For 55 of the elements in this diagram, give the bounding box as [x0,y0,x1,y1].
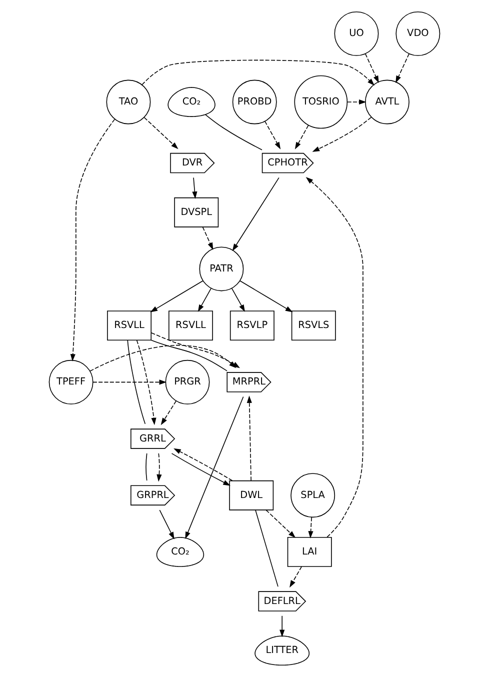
node-box: DWL [229,480,274,510]
arrow [231,288,245,312]
arrow [90,344,236,372]
arrow [185,396,244,540]
arrow [156,453,162,482]
node-ellipse: CO₂ [156,537,204,567]
node-circle: PATR [199,246,244,292]
connector [151,340,228,372]
node-box: RSVLS [291,310,336,341]
connector [127,340,146,424]
arrow [202,226,214,250]
arrow [142,60,375,86]
connector [255,510,278,587]
arrow [264,120,281,150]
arrow [70,118,116,362]
node-circle: TPEFF [48,360,94,404]
arrow [160,400,177,426]
arrow [150,280,204,312]
node-circle: PRGR [165,360,210,404]
connector [146,453,148,481]
node-box: RSVLP [230,310,274,341]
node-circle: TAO [106,80,151,124]
connector [204,114,262,150]
node-ellipse: LITTER [254,636,310,666]
arrow [294,124,309,150]
arrow [171,453,230,486]
arrow [159,510,174,540]
node-circle: UO [334,11,379,56]
arrow [346,99,366,105]
node-box: DVSPL [174,197,219,228]
arrow [144,117,178,150]
node-circle: SPLA [290,473,336,518]
arrow [232,177,280,252]
node-box: LAI [287,537,332,567]
arrow [308,516,314,538]
arrow [306,176,364,538]
arrow [266,510,296,538]
arrow [312,116,372,152]
node-ellipse: CO₂ [168,87,216,117]
arrow [239,280,293,312]
node-circle: TOSRIO [294,75,348,129]
arrow [192,177,198,199]
arrow [174,448,233,482]
arrow [92,380,167,385]
arrow [198,288,212,312]
arrow [136,340,156,426]
arrow [396,53,410,84]
node-circle: VDO [396,11,440,56]
node-box: RSVLL [107,310,152,341]
arrow [280,615,285,638]
arrow [246,396,252,481]
node-circle: PROBD [232,80,277,124]
arrow [364,53,379,84]
node-box: RSVLL [168,310,213,341]
arrow [290,566,302,588]
